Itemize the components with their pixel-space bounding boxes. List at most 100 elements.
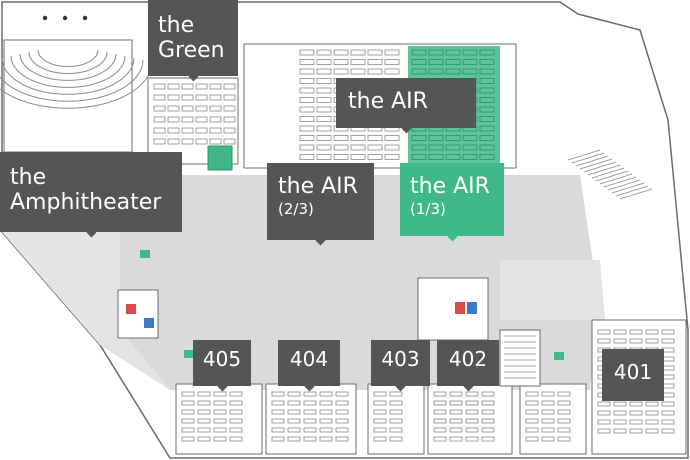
seat — [209, 138, 222, 145]
seat — [433, 418, 447, 424]
seat — [181, 391, 195, 397]
seat — [333, 68, 349, 75]
seat — [299, 116, 315, 122]
seat — [335, 436, 349, 442]
room-label-401[interactable]: 401 — [602, 349, 664, 401]
seat — [209, 116, 222, 123]
seat-row-arc — [37, 49, 99, 67]
seat — [465, 436, 479, 442]
seat — [229, 400, 243, 406]
seat — [213, 427, 227, 433]
seat — [433, 391, 447, 397]
classroom-seats — [181, 391, 243, 442]
seat — [367, 144, 383, 151]
seat — [389, 400, 403, 406]
stairs-icon — [42, 15, 88, 21]
seat — [195, 94, 208, 101]
seat — [303, 391, 317, 397]
seat — [481, 418, 495, 424]
room-label-green[interactable]: the Green — [148, 0, 238, 82]
seat — [350, 49, 366, 56]
green-line1: the — [158, 13, 195, 38]
seat — [181, 83, 194, 90]
step — [571, 152, 605, 164]
seat — [167, 105, 180, 112]
step — [575, 155, 609, 167]
seat — [479, 59, 495, 65]
room-label-403[interactable]: 403 — [371, 340, 430, 392]
seat — [153, 127, 166, 134]
seat — [209, 127, 222, 134]
seat — [389, 391, 403, 397]
classroom-seats — [271, 391, 349, 442]
room-label-402[interactable]: 402 — [437, 340, 499, 392]
seat — [428, 59, 444, 65]
room-405-number: 405 — [202, 347, 242, 371]
seat — [167, 127, 180, 134]
room-label-amphitheater[interactable]: the Amphitheater — [0, 152, 182, 238]
air-name: the AIR — [348, 89, 428, 114]
seat — [411, 68, 427, 75]
seat — [181, 427, 195, 433]
step — [611, 182, 645, 194]
seat — [316, 135, 332, 141]
seat — [449, 436, 463, 442]
seat — [479, 97, 495, 103]
seat — [299, 154, 315, 160]
seat — [645, 338, 659, 344]
seat — [428, 144, 444, 151]
stair-core — [499, 329, 541, 387]
seat — [316, 144, 332, 151]
seat — [223, 83, 236, 90]
seat — [209, 83, 222, 90]
room-label-air-2-3[interactable]: the AIR (2/3) — [267, 163, 374, 246]
seat — [645, 329, 659, 335]
seat — [195, 127, 208, 134]
seat — [661, 329, 675, 335]
seat — [389, 409, 403, 415]
seat — [299, 68, 315, 75]
seat — [195, 116, 208, 123]
seat — [213, 391, 227, 397]
seat — [367, 135, 383, 141]
room-label-air[interactable]: the AIR — [336, 78, 476, 134]
seat — [335, 418, 349, 424]
seat — [229, 436, 243, 442]
classroom-seats — [373, 391, 403, 442]
step — [603, 176, 637, 188]
seat — [411, 59, 427, 65]
seat — [367, 68, 383, 75]
seat — [613, 419, 627, 425]
seat — [373, 418, 387, 424]
seat — [597, 338, 611, 344]
seat-row-arc — [1, 57, 135, 95]
seat — [629, 410, 643, 416]
seat — [445, 154, 461, 160]
seat — [445, 49, 461, 56]
seat — [299, 135, 315, 141]
step — [587, 164, 621, 176]
seat — [195, 83, 208, 90]
room-label-air-1-3[interactable]: the AIR (1/3) — [400, 163, 504, 242]
seat — [479, 154, 495, 160]
seat — [479, 68, 495, 75]
room-label-405[interactable]: 405 — [193, 340, 251, 392]
seat — [181, 138, 194, 145]
air-1-3-portion: (1/3) — [410, 199, 446, 218]
seat — [303, 409, 317, 415]
seat — [223, 138, 236, 145]
seat — [384, 68, 400, 75]
seat — [319, 400, 333, 406]
seat — [525, 400, 539, 406]
seat — [316, 78, 332, 84]
seat — [645, 401, 659, 407]
seat — [661, 419, 675, 425]
seat — [350, 68, 366, 75]
seat — [316, 87, 332, 94]
seat — [303, 427, 317, 433]
step — [567, 149, 601, 161]
seat — [661, 410, 675, 416]
seat — [384, 154, 400, 160]
room-label-404[interactable]: 404 — [278, 340, 340, 392]
seat — [525, 427, 539, 433]
